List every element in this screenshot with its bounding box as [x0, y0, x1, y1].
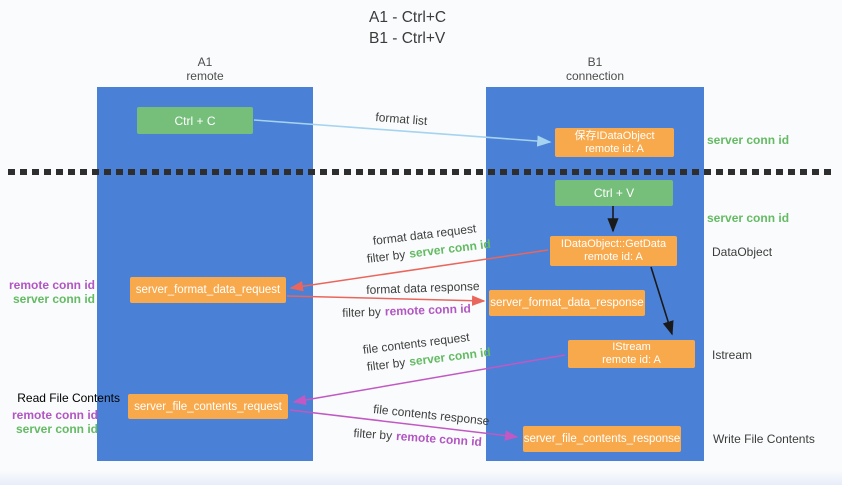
file-remote-conn-id: remote conn id: [11, 408, 98, 422]
lane-b1-subtitle: connection: [565, 69, 625, 83]
save-idataobject-line1: 保存IDataObject: [574, 129, 655, 142]
session-divider-dotted-line: [8, 169, 834, 175]
arrow-format-data-response: [286, 295, 486, 306]
server-conn-id-annotation-top: server conn id: [707, 133, 790, 147]
ctrl-v-label: Ctrl + V: [593, 186, 635, 200]
ctrl-v-node: Ctrl + V: [555, 180, 673, 206]
server-format-data-request-node: server_format_data_request: [130, 277, 286, 303]
dataobject-annotation: DataObject: [712, 245, 773, 259]
server-file-contents-response-label: server_file_contents_response: [523, 433, 681, 445]
format-conn-id-group: remote conn id server conn id: [0, 278, 95, 306]
format-data-response-flow-label: format data response: [366, 279, 480, 297]
lane-a1-name: A1: [197, 55, 213, 69]
server-file-contents-response-node: server_file_contents_response: [523, 426, 681, 452]
lane-header-a1: A1 remote: [97, 55, 313, 83]
getdata-line2: remote id: A: [584, 251, 643, 263]
istream-node: IStream remote id: A: [568, 340, 695, 368]
ctrl-c-node: Ctrl + C: [137, 107, 253, 134]
title-line-1: A1 - Ctrl+C: [369, 9, 447, 26]
server-format-data-request-label: server_format_data_request: [135, 284, 281, 296]
idataobject-getdata-node: IDataObject::GetData remote id: A: [550, 236, 677, 266]
getdata-line1: IDataObject::GetData: [560, 238, 667, 250]
ctrl-c-label: Ctrl + C: [174, 113, 216, 128]
lane-b1-name: B1: [587, 55, 603, 69]
save-idataobject-node: 保存IDataObject remote id: A: [555, 128, 674, 157]
filter-key-remote-conn-id: remote conn id: [395, 428, 483, 449]
server-format-data-response-label: server_format_data_response: [490, 297, 644, 309]
filter-by-prefix: filter by: [366, 355, 407, 374]
file-conn-id-group: remote conn id server conn id: [0, 408, 98, 436]
file-server-conn-id: server conn id: [15, 422, 98, 436]
server-file-contents-request-label: server_file_contents_request: [134, 400, 282, 413]
filter-by-prefix: filter by: [366, 247, 407, 266]
read-file-contents-annotation: Read File Contents: [17, 391, 120, 405]
diagram-title: A1 - Ctrl+C B1 - Ctrl+V: [369, 7, 446, 49]
server-format-data-response-node: server_format_data_response: [489, 290, 645, 316]
server-conn-id-annotation-mid: server conn id: [707, 211, 790, 225]
istream-line1: IStream: [612, 341, 651, 353]
format-server-conn-id: server conn id: [12, 292, 95, 306]
filter-key-remote-conn-id: remote conn id: [384, 301, 472, 319]
lane-header-b1: B1 connection: [486, 55, 704, 83]
file-contents-response-flow-label: file contents response: [372, 402, 491, 429]
filter-by-prefix: filter by: [353, 426, 393, 443]
save-idataobject-line2: remote id: A: [585, 142, 644, 155]
write-file-contents-annotation: Write File Contents: [713, 432, 815, 446]
filter-by-prefix: filter by: [342, 304, 382, 320]
istream-annotation: Istream: [712, 348, 753, 362]
format-list-flow-label: format list: [374, 110, 428, 129]
format-remote-conn-id: remote conn id: [8, 278, 95, 292]
server-file-contents-request-node: server_file_contents_request: [128, 394, 288, 419]
istream-line2: remote id: A: [602, 354, 661, 366]
lane-a1-subtitle: remote: [186, 69, 224, 83]
title-line-2: B1 - Ctrl+V: [369, 30, 446, 47]
